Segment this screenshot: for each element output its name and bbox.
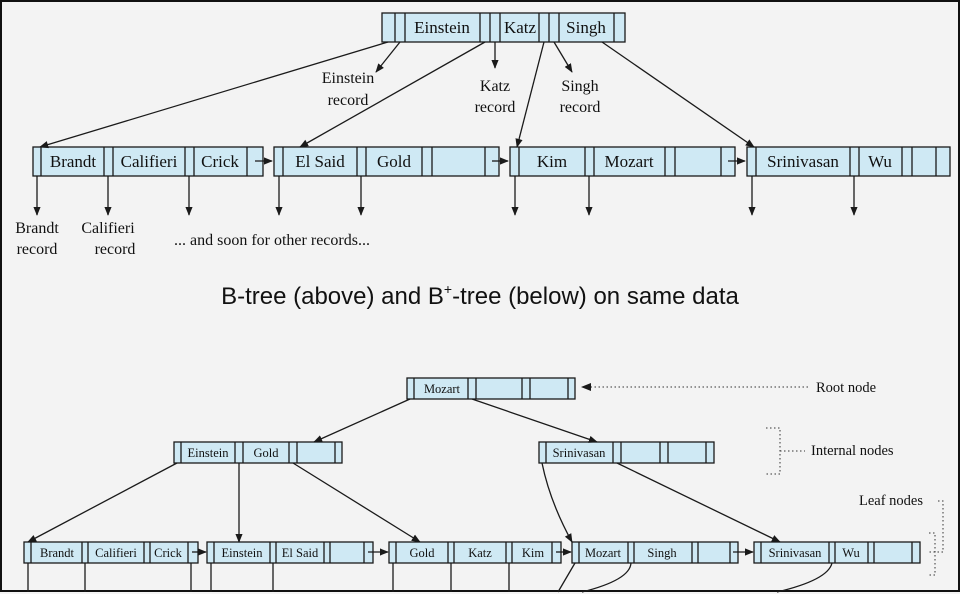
bplus-leaf-key: Singh	[647, 546, 677, 560]
legend-leaf-nodes: Leaf nodes	[859, 493, 923, 509]
legend: Root node Internal nodes Leaf nodes	[581, 380, 944, 576]
bplus-leaf-key: El Said	[282, 546, 319, 560]
btree-leaf-key: Kim	[537, 152, 567, 171]
bplus-edges	[27, 398, 833, 593]
singh-record-label: Singh	[561, 78, 598, 95]
btree-root-key: Einstein	[414, 18, 470, 37]
bplus-internal-node: Srinivasan	[538, 441, 715, 464]
bplus-leaf-key: Brandt	[40, 546, 75, 560]
bplus-internal-key: Srinivasan	[553, 446, 607, 460]
bplus-leaf-key: Katz	[468, 546, 492, 560]
brandt-record-label: Brandt	[15, 220, 59, 237]
btree-leaf-key: Wu	[868, 152, 892, 171]
btree-leaf-key: Brandt	[50, 152, 97, 171]
einstein-record-label: Einstein	[322, 70, 374, 87]
bplus-leaf-key: Srinivasan	[769, 546, 823, 560]
bplus-internal-node: Einstein Gold	[173, 441, 343, 464]
bplus-leaf-key: Einstein	[222, 546, 264, 560]
btree-leaf-key: Califieri	[121, 152, 178, 171]
btree-leaf-node: Srinivasan Wu	[746, 146, 951, 177]
btree-leaf-key: El Said	[295, 152, 345, 171]
btree-edges	[33, 41, 858, 216]
btree-root-key: Singh	[566, 18, 606, 37]
btree-leaf-key: Gold	[377, 152, 412, 171]
btree-leaf-key: Mozart	[604, 152, 653, 171]
califieri-record-label: record	[95, 241, 136, 258]
bplus-leaf-node: Mozart Singh	[571, 541, 739, 564]
bplus-leaf-key: Gold	[410, 546, 436, 560]
bplus-leaf-node: Einstein El Said	[206, 541, 374, 564]
bplus-root-key: Mozart	[424, 382, 461, 396]
btree-leaf-node: Brandt Califieri Crick	[32, 146, 264, 177]
legend-internal-nodes: Internal nodes	[811, 443, 894, 459]
bplus-leaf-node: Gold Katz Kim	[388, 541, 562, 564]
katz-record-label: record	[475, 99, 516, 116]
bplustree: Mozart Einstein Gold Srinivasan	[23, 377, 921, 593]
brandt-record-label: record	[17, 241, 58, 258]
bplus-leaf-key: Kim	[522, 546, 545, 560]
legend-root-node: Root node	[816, 380, 876, 396]
bplus-leaf-node: Brandt Califieri Crick	[23, 541, 199, 564]
bplus-leaf-key: Wu	[842, 546, 860, 560]
other-records-note: ... and soon for other records...	[174, 232, 370, 249]
bplus-leaf-key: Mozart	[585, 546, 622, 560]
katz-record-label: Katz	[480, 78, 510, 95]
einstein-record-label: record	[328, 92, 369, 109]
arrow-left-icon	[581, 383, 591, 391]
btree-root-key: Katz	[504, 18, 537, 37]
btree-leaf-key: Srinivasan	[767, 152, 839, 171]
btree-leaf-key: Crick	[201, 152, 239, 171]
bplus-root-node: Mozart	[406, 377, 576, 400]
btree-leaf-node: El Said Gold	[273, 146, 500, 177]
bplus-internal-key: Einstein	[188, 446, 230, 460]
bplus-leaf-key: Califieri	[95, 546, 137, 560]
figure-caption: B-tree (above) and B+-tree (below) on sa…	[221, 281, 739, 310]
bplus-leaf-node: Srinivasan Wu	[753, 541, 921, 564]
btree: Einstein Katz Singh Brandt Califieri Cri…	[15, 12, 951, 258]
bplus-leaf-key: Crick	[154, 546, 183, 560]
califieri-record-label: Califieri	[81, 220, 135, 237]
bplus-internal-key: Gold	[254, 446, 280, 460]
singh-record-label: record	[560, 99, 601, 116]
btree-leaf-node: Kim Mozart	[509, 146, 736, 177]
btree-root-node: Einstein Katz Singh	[381, 12, 626, 43]
